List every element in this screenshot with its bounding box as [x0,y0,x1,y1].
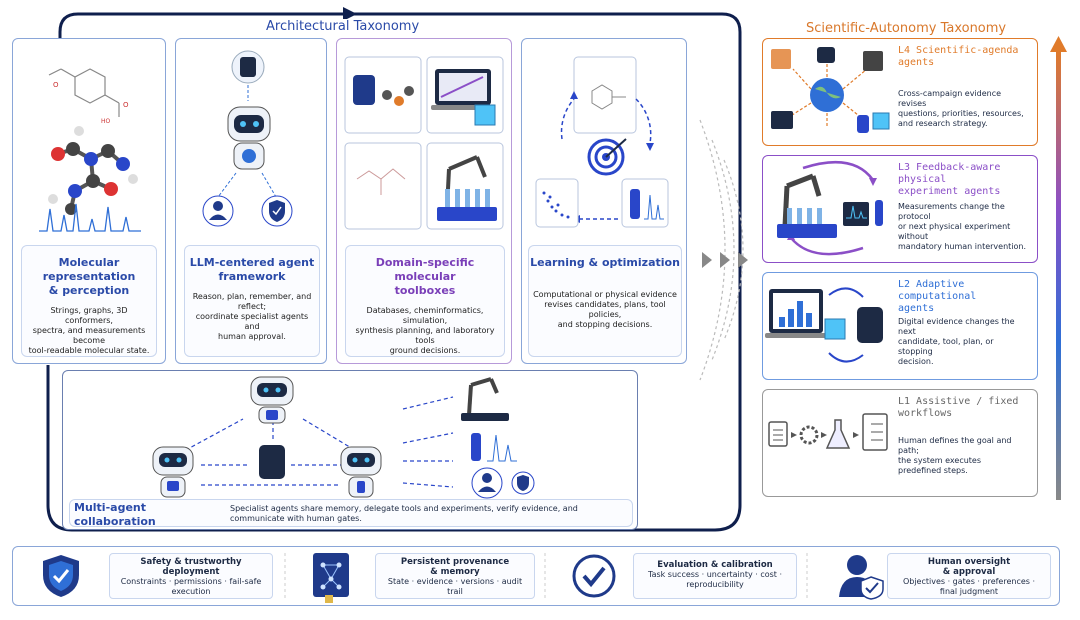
panel-body: Strings, graphs, 3D conformers, spectra,… [28,306,150,355]
level-l2-card: L2 Adaptive computational agents Digital… [762,272,1038,380]
footer-subtitle: Objectives · gates · preferences · final… [902,577,1036,596]
level-body: Digital evidence changes the next candid… [898,317,1015,366]
level-l4-card: L4 Scientific-agenda agents Cross-campai… [762,38,1038,146]
footer-dividers [284,553,808,601]
architectural-taxonomy-title: Architectural Taxonomy [260,19,426,34]
footer-title: Human oversight & approval [927,557,1011,577]
panel-multi-agent: Multi-agent collaboration Specialist age… [62,370,638,530]
panel-llm-caption: LLM-centered agent framework Reason, pla… [184,245,320,357]
footer-title: Safety & trustworthy deployment [140,557,242,577]
svg-text:O: O [53,81,59,89]
panel-molecular-caption: Molecular representation & perception St… [21,245,157,357]
footer-subtitle: Task success · uncertainty · cost · repr… [648,570,782,589]
panel-title: Learning & optimization [530,256,680,269]
multi-agent-title: Multi-agent collaboration [74,501,156,528]
multi-agent-caption: Multi-agent collaboration Specialist age… [69,499,633,528]
panel-body: Databases, cheminformatics, simulation, … [355,306,495,355]
level-l1-card: L1 Assistive / fixed workflows Human def… [762,389,1038,497]
level-title: L1 Assistive / fixed workflows [898,396,1019,419]
vial-spectrum-icon [621,178,669,228]
panel-title: Domain-specific molecular toolboxes [375,256,475,297]
panel-title: Molecular representation & perception [42,256,136,297]
learning-loop-illustration [535,56,669,228]
robot-agent-icon [340,446,382,498]
computational-agent-icon [765,287,883,363]
book-network-icon [313,553,349,603]
panel-learning-caption: Learning & optimization Computational or… [528,245,682,357]
feedback-experiment-icon [777,160,883,256]
user-shield-icon [839,555,884,600]
footer-item-oversight: Human oversight & approval Objectives · … [887,553,1051,599]
panel-body: Reason, plan, remember, and reflect; coo… [192,292,312,341]
check-circle-icon [572,554,616,598]
multi-agent-body: Specialist agents share memory, delegate… [230,504,578,523]
level-title: L4 Scientific-agenda agents [898,45,1019,68]
autonomy-taxonomy-title: Scientific-Autonomy Taxonomy [806,21,1007,36]
level-l3-card: L3 Feedback-aware physical experiment ag… [762,155,1038,263]
robot-agent-icon [152,446,194,498]
robot-arm-icon [467,377,499,416]
level-title: L3 Feedback-aware physical experiment ag… [898,162,1001,197]
fixed-workflow-icon [768,413,888,451]
database-icon [259,445,285,479]
transition-arrows [699,119,748,381]
footer-title: Evaluation & calibration [657,560,773,570]
robot-agent-icon [250,376,294,424]
level-body: Measurements change the protocol or next… [898,202,1027,251]
molecule-illustration: O HO O [39,68,141,232]
autonomy-gradient-arrow [1050,36,1067,500]
panel-body: Computational or physical evidence revis… [533,290,677,329]
level-body: Human defines the goal and path; the sys… [898,436,1012,475]
footer-bar: Safety & trustworthy deployment Constrai… [12,546,1060,606]
database-icon [353,75,375,105]
toolbox-illustration [344,56,504,230]
panel-title: LLM-centered agent framework [189,256,315,283]
footer-subtitle: Constraints · permissions · fail-safe ex… [120,577,262,596]
footer-subtitle: State · evidence · versions · audit trai… [387,577,523,596]
level-body: Cross-campaign evidence revises question… [898,89,1024,128]
vial-icon [471,433,481,461]
scatter-plot-icon [535,178,579,228]
database-icon [240,57,256,77]
panel-domain-toolboxes: Domain-specific molecular toolboxes Data… [336,38,512,364]
agenda-network-icon [771,47,890,133]
multi-agent-network [152,376,535,499]
panel-molecular-representation: O HO O Molecular representation & percep… [12,38,166,364]
footer-item-provenance: Persistent provenance & memory State · e… [375,553,535,599]
shield-check-icon [43,555,79,597]
footer-title: Persistent provenance & memory [400,557,510,577]
level-title: L2 Adaptive computational agents [898,279,977,314]
footer-item-evaluation: Evaluation & calibration Task success · … [633,553,797,599]
svg-text:HO: HO [101,118,111,125]
panel-toolbox-caption: Domain-specific molecular toolboxes Data… [345,245,505,357]
llm-agent-illustration [202,50,293,227]
svg-text:O: O [123,101,129,109]
cube-grid-icon [474,104,496,126]
target-icon [587,138,627,176]
panel-learning-optimization: Learning & optimization Computational or… [521,38,687,364]
panel-llm-agent-framework: LLM-centered agent framework Reason, pla… [175,38,327,364]
footer-item-safety: Safety & trustworthy deployment Constrai… [109,553,273,599]
